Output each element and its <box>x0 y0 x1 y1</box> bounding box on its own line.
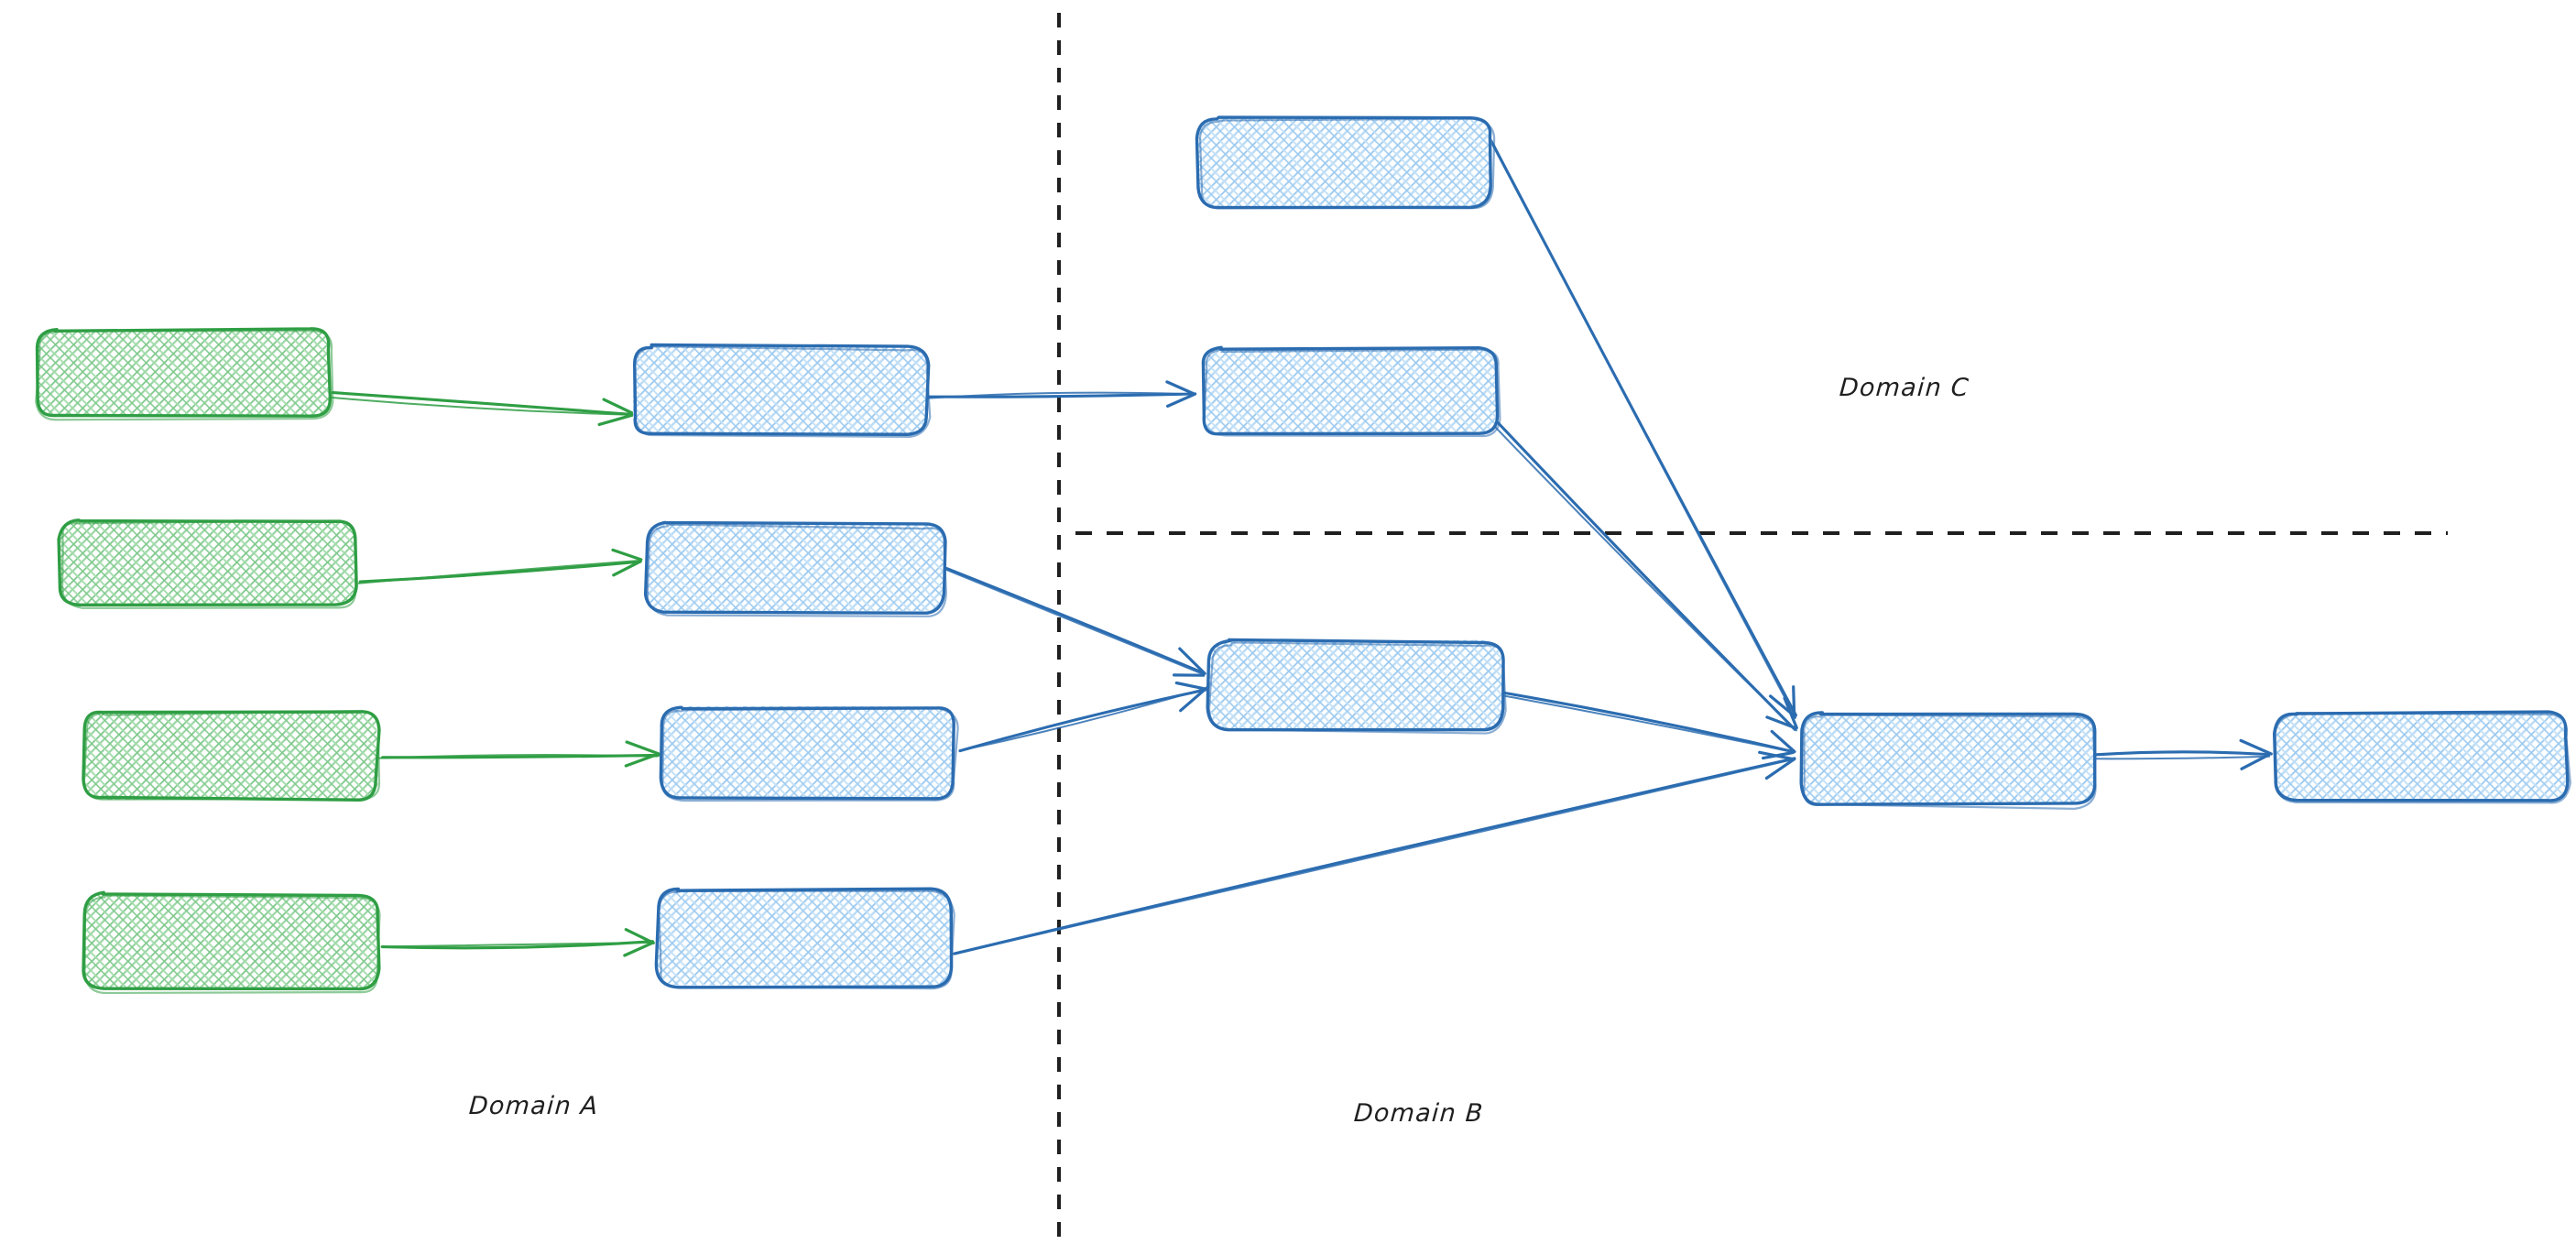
node-c2[interactable] <box>1201 345 1501 438</box>
edges-layer <box>331 136 2273 957</box>
edge-e-a2-b2 <box>357 548 643 584</box>
edge-e-c2-d1 <box>1494 420 1798 732</box>
edge-e-a1-b1 <box>331 391 635 426</box>
node-b1[interactable] <box>632 343 932 438</box>
node-b4[interactable] <box>654 887 955 990</box>
node-a4[interactable] <box>82 890 381 995</box>
node-b2[interactable] <box>643 520 947 617</box>
node-d2[interactable] <box>2273 710 2571 804</box>
edge-e-b2-c3 <box>944 566 1206 677</box>
node-a2[interactable] <box>57 518 358 609</box>
label-domain-c: Domain C <box>1838 374 1970 402</box>
edge-e-a3-b3 <box>378 740 660 768</box>
node-d1[interactable] <box>1799 711 2097 810</box>
node-c1[interactable] <box>1195 115 1496 210</box>
edge-e-b1-c2 <box>926 380 1197 408</box>
node-c3[interactable] <box>1206 638 1507 735</box>
edge-e-c3-d1 <box>1501 691 1796 760</box>
nodes-layer <box>35 115 2571 995</box>
label-domain-b: Domain B <box>1352 1099 1485 1128</box>
edge-e-d1-d2 <box>2094 738 2273 770</box>
edge-e-b3-c3 <box>958 681 1208 753</box>
node-a3[interactable] <box>82 709 381 802</box>
label-domain-a: Domain A <box>467 1092 600 1120</box>
edge-e-b4-d1 <box>951 750 1796 955</box>
edge-e-c1-d1 <box>1488 136 1797 719</box>
domain-dividers <box>1057 13 2448 1244</box>
node-a1[interactable] <box>35 327 334 421</box>
edge-e-a4-b4 <box>380 928 655 957</box>
node-b3[interactable] <box>659 705 959 802</box>
